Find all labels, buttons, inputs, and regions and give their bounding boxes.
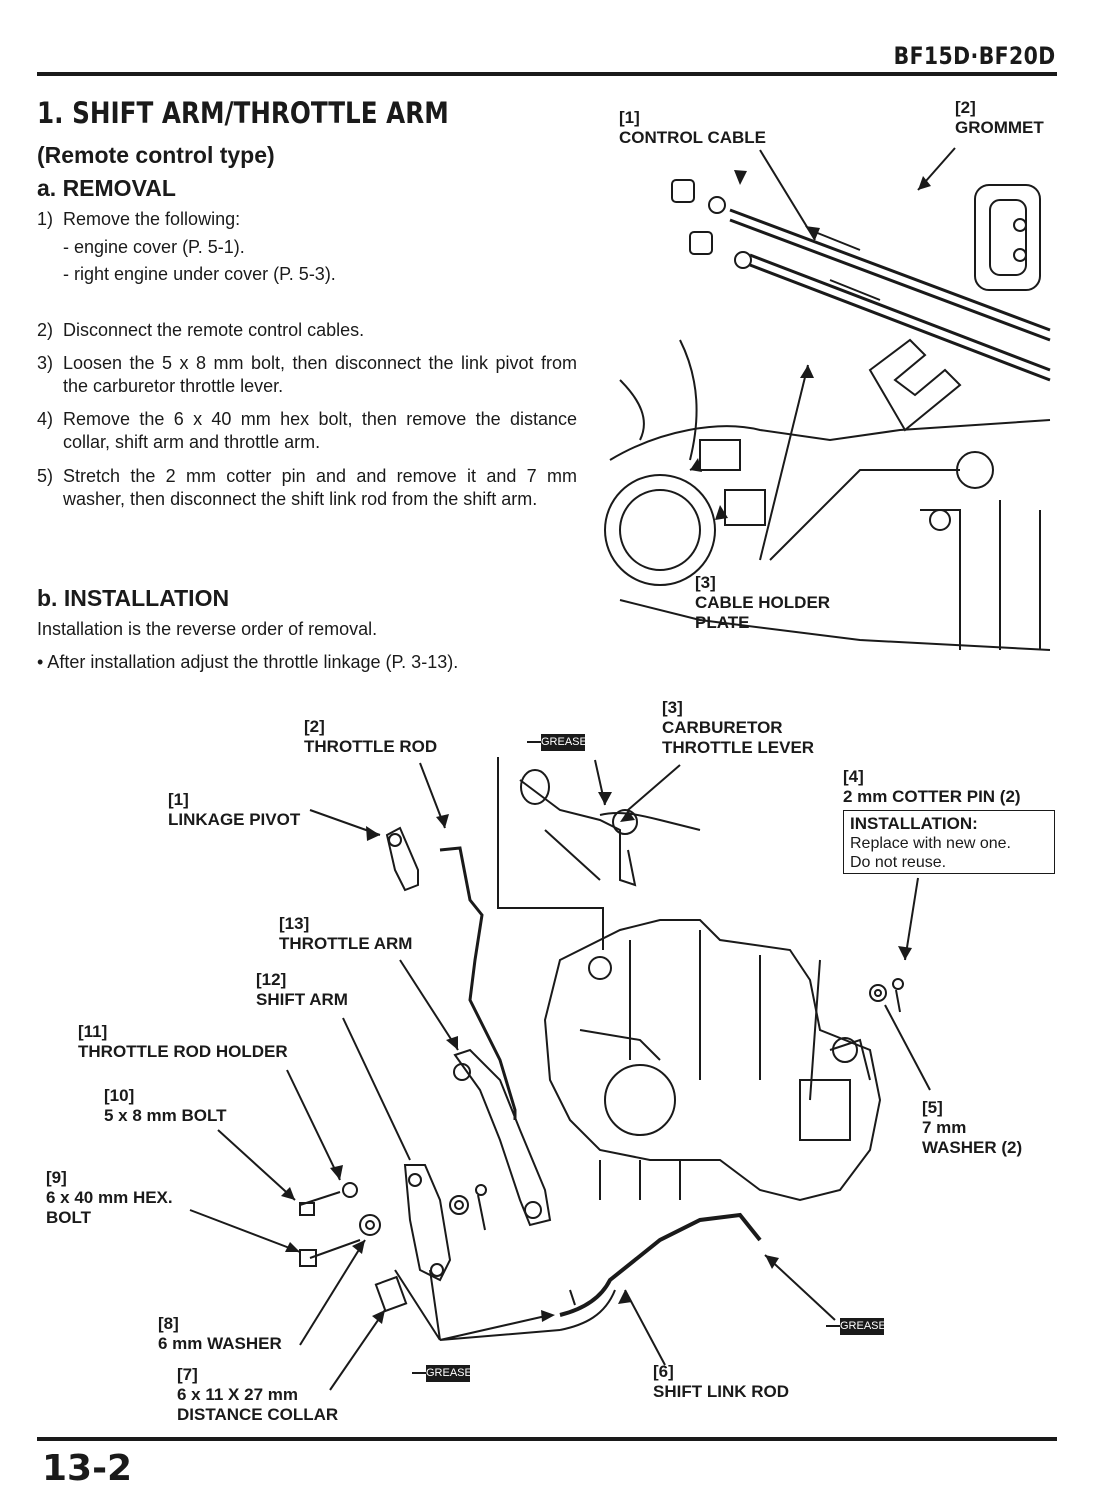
label-throttle-rod: THROTTLE ROD — [304, 737, 438, 756]
label-rod-holder-num: [11] — [78, 1022, 108, 1041]
grease-tag: GREASE — [541, 734, 587, 751]
grease-icon: GREASE — [412, 1360, 472, 1384]
label-bolt-5x8-num: [10] — [104, 1086, 135, 1105]
installation-bullet: • After installation adjust the throttle… — [37, 652, 459, 672]
label-carb: CARBURETOR — [662, 718, 783, 737]
removal-sub-item: - engine cover (P. 5-1). — [63, 237, 245, 257]
removal-step-2: 2) Disconnect the remote control cables. — [37, 319, 577, 342]
label-washer-7mm-num: [5] — [922, 1098, 943, 1117]
section-title: 1. SHIFT ARM/THROTTLE ARM — [37, 96, 449, 130]
label-linkage-pivot: LINKAGE PIVOT — [168, 810, 301, 829]
label-throttle-lever: THROTTLE LEVER — [662, 738, 815, 757]
step-text: Loosen the 5 x 8 mm bolt, then disconnec… — [63, 353, 577, 396]
note-line-1: Replace with new one. — [850, 835, 1011, 852]
label-rod-holder: THROTTLE ROD HOLDER — [78, 1042, 288, 1061]
removal-step-5: 5) Stretch the 2 mm cotter pin and and r… — [37, 465, 577, 511]
grease-icon: GREASE — [826, 1313, 886, 1337]
grease-applicator-icon — [412, 1372, 428, 1374]
label-throttle-arm-num: [13] — [279, 914, 310, 933]
grease-icon: GREASE — [527, 729, 587, 753]
grease-tag: GREASE — [426, 1365, 472, 1382]
grease-applicator-icon — [527, 741, 543, 743]
page-number: 13-2 — [42, 1448, 133, 1489]
label-linkage-pivot-num: [1] — [168, 790, 189, 809]
label-washer-6mm: 6 mm WASHER — [158, 1334, 282, 1353]
step-number: 3) — [37, 353, 54, 373]
step-text: Remove the 6 x 40 mm hex bolt, then remo… — [63, 409, 577, 452]
label-grommet-num: [2] — [955, 98, 976, 117]
label-collar: DISTANCE COLLAR — [177, 1405, 339, 1424]
step-number: 5) — [37, 466, 54, 486]
label-cotter-pin-num: [4] — [843, 767, 864, 786]
label-hex-bolt-2: BOLT — [46, 1208, 92, 1227]
installation-note-box: INSTALLATION: Replace with new one. Do n… — [843, 810, 1055, 874]
label-cable-holder-plate: PLATE — [695, 613, 750, 632]
footer-rule — [37, 1437, 1057, 1441]
step-number: 4) — [37, 409, 54, 429]
label-collar-size: 6 x 11 X 27 mm — [177, 1385, 298, 1404]
label-control-cable-num: [1] — [619, 108, 640, 127]
label-grommet: GROMMET — [955, 118, 1044, 137]
grease-applicator-icon — [826, 1325, 842, 1327]
note-line-2: Do not reuse. — [850, 854, 947, 871]
removal-sub-item: - right engine under cover (P. 5-3). — [63, 264, 336, 284]
label-carb-lever-num: [3] — [662, 698, 683, 717]
label-washer-7mm: 7 mm — [922, 1118, 967, 1137]
step-text: Remove the following: — [63, 209, 241, 229]
label-hex-bolt: 6 x 40 mm HEX. — [46, 1188, 173, 1207]
label-washer-6mm-num: [8] — [158, 1314, 179, 1333]
label-cable-holder: CABLE HOLDER — [695, 593, 831, 612]
label-shift-link-rod-num: [6] — [653, 1362, 674, 1381]
grease-tag: GREASE — [840, 1318, 886, 1335]
removal-step-3: 3) Loosen the 5 x 8 mm bolt, then discon… — [37, 352, 577, 398]
label-washer-7mm-2: WASHER (2) — [922, 1138, 1023, 1157]
removal-heading: a. REMOVAL — [37, 175, 176, 201]
label-cotter-pin: 2 mm COTTER PIN (2) — [843, 787, 1021, 806]
step-number: 2) — [37, 320, 54, 340]
label-shift-arm: SHIFT ARM — [256, 990, 348, 1009]
model-header: BF15D·BF20D — [893, 42, 1056, 70]
label-cable-holder-num: [3] — [695, 573, 716, 592]
label-shift-arm-num: [12] — [256, 970, 287, 989]
label-control-cable: CONTROL CABLE — [619, 128, 767, 147]
section-subtitle: (Remote control type) — [37, 142, 275, 168]
label-bolt-5x8: 5 x 8 mm BOLT — [104, 1106, 227, 1125]
installation-text: Installation is the reverse order of rem… — [37, 619, 378, 639]
label-shift-link-rod: SHIFT LINK ROD — [653, 1382, 789, 1401]
header-rule — [37, 72, 1057, 76]
label-collar-num: [7] — [177, 1365, 198, 1384]
step-number: 1) — [37, 209, 54, 229]
label-throttle-rod-num: [2] — [304, 717, 325, 736]
installation-heading: b. INSTALLATION — [37, 585, 230, 611]
label-throttle-arm: THROTTLE ARM — [279, 934, 413, 953]
step-text: Stretch the 2 mm cotter pin and and remo… — [63, 466, 577, 509]
note-heading: INSTALLATION: — [850, 814, 978, 833]
removal-step-1: 1) Remove the following: — [37, 208, 577, 231]
label-hex-bolt-num: [9] — [46, 1168, 67, 1187]
removal-step-4: 4) Remove the 6 x 40 mm hex bolt, then r… — [37, 408, 577, 454]
step-text: Disconnect the remote control cables. — [63, 320, 365, 340]
